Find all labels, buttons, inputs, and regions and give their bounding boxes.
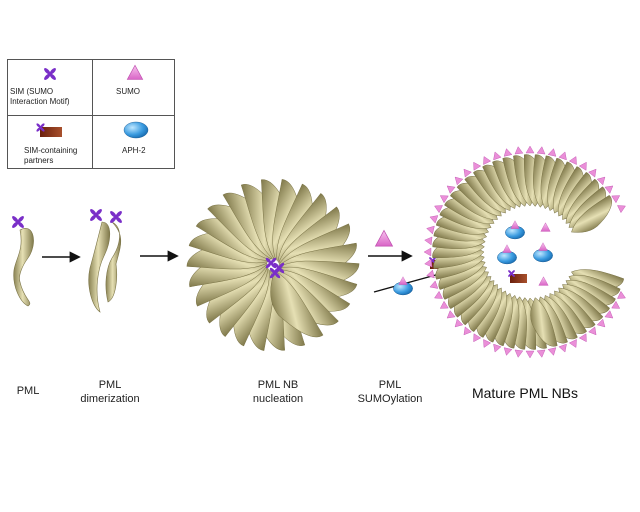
mature-nb-interior — [497, 220, 553, 286]
pml-blade — [270, 270, 324, 338]
sumo-icon — [596, 176, 606, 186]
sumo-icon — [463, 326, 472, 336]
sumo-icon — [525, 145, 535, 154]
sumo-icon — [547, 148, 557, 157]
sim-icon — [89, 208, 103, 222]
sumo-icon — [604, 310, 614, 319]
sumo-icon — [514, 146, 524, 155]
sumo-icon — [578, 333, 587, 343]
sumo-icon — [426, 225, 435, 235]
sumo-icon — [604, 185, 614, 194]
sim-partner-icon — [35, 122, 62, 137]
sim-partner-icon — [507, 269, 527, 283]
sumo-icon — [503, 347, 513, 356]
pml-blade — [571, 195, 612, 233]
label-sumoylation: PML SUMOylation — [357, 379, 423, 405]
sumo-icon — [536, 349, 546, 358]
sumo-icon — [611, 300, 621, 309]
sumo-icon — [429, 280, 439, 289]
sim-icon — [109, 210, 123, 224]
sumo-icon — [536, 146, 546, 155]
sumo-icon — [439, 195, 449, 204]
sumo-icon — [538, 276, 549, 286]
legend-sim-label: SIM (SUMO Interaction Motif) — [10, 87, 70, 106]
label-dimerization: PML dimerization — [80, 379, 140, 405]
sumo-icon — [540, 222, 551, 232]
sumo-icon — [617, 290, 626, 299]
legend-partners-label: SIM-containing partners — [24, 146, 78, 165]
sumo-icon — [611, 195, 621, 204]
label-nucleation: PML NB nucleation — [252, 379, 304, 405]
sumo-icon — [126, 64, 144, 80]
aph2-icon — [533, 248, 553, 263]
label-mature-pml-nbs: Mature PML NBs — [471, 385, 579, 401]
sumo-icon — [446, 310, 456, 319]
legend-sumo-label: SUMO — [116, 87, 140, 96]
sumo-icon — [434, 205, 443, 214]
pml-monomer — [11, 215, 34, 307]
sumo-icon — [578, 161, 587, 171]
sumo-icon — [483, 339, 492, 348]
sumo-icon — [429, 215, 439, 224]
pml-blade — [530, 297, 558, 347]
sumo-icon — [538, 242, 548, 251]
sumo-icon — [558, 151, 567, 161]
pml-nb-nucleus — [186, 179, 360, 351]
pml-dimer — [88, 208, 123, 313]
sumo-icon — [423, 247, 432, 257]
sumo-icon — [454, 176, 464, 186]
aph2-icon — [497, 250, 517, 265]
sumo-icon — [525, 350, 535, 359]
sumo-icon — [473, 333, 482, 343]
sumo-icon — [588, 326, 597, 336]
legend: SIM (SUMO Interaction Motif) SUMO SIM-co… — [7, 59, 175, 169]
sumo-icon — [514, 349, 524, 358]
sumo-icon — [588, 168, 597, 178]
sumo-icon — [493, 151, 502, 161]
sumo-icon — [493, 343, 502, 353]
legend-aph2-label: APH-2 — [122, 146, 146, 155]
sumo-icon — [547, 347, 557, 356]
sumo-icon — [473, 161, 482, 171]
sumo-icon — [446, 185, 456, 194]
sumo-icon — [510, 220, 520, 229]
sumo-icon — [426, 269, 435, 279]
sumo-icon — [558, 343, 567, 353]
sumo-icon — [424, 236, 433, 246]
sumo-icon — [596, 318, 606, 328]
sumo-icon — [483, 156, 492, 165]
sumo-icon — [502, 244, 512, 253]
mature-pml-nb — [423, 145, 626, 359]
sumo-icon — [617, 205, 626, 214]
sumo-icon — [375, 230, 393, 247]
sumo-icon — [503, 148, 513, 157]
sumo-icon — [434, 290, 443, 299]
sim-icon — [43, 67, 57, 81]
sumo-icon — [424, 258, 433, 268]
sumo-icon — [568, 156, 577, 165]
sumo-icon — [439, 300, 449, 309]
sumo-icon — [398, 276, 408, 285]
sumo-icon — [463, 168, 472, 178]
sumo-icon — [568, 339, 577, 348]
sumo-icon — [454, 318, 464, 328]
aph2-icon — [123, 121, 149, 139]
label-pml: PML — [16, 385, 40, 397]
sim-icon — [11, 215, 25, 229]
